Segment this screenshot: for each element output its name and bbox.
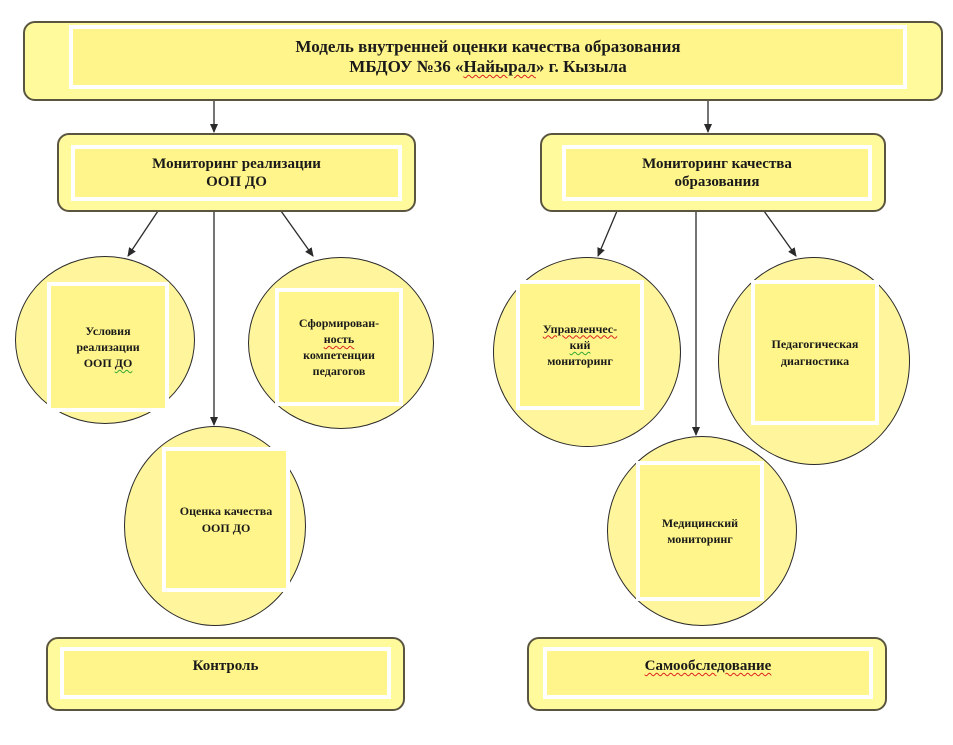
- heading-left-line-2: ООП ДО: [206, 174, 267, 190]
- node-text-line: Сформирован-: [298, 315, 380, 330]
- title-line-2: МБДОУ №36 «Найырал» г. Кызыла: [349, 57, 627, 76]
- node-implementation-conditions: Условия реализации ООП ДО: [15, 256, 195, 424]
- node-text-line: ООП ДО: [83, 356, 133, 371]
- node-text-line: кий: [569, 337, 591, 352]
- node-text-line: Педагогическая: [771, 337, 859, 352]
- node-program-quality-assessment: Оценка качества ООП ДО: [124, 426, 306, 626]
- node-teacher-competence: Сформирован- ность компетенции педагогов: [248, 257, 434, 429]
- node-pedagogical-diagnostics: Педагогическая диагностика: [718, 257, 910, 465]
- node-text-line: ООП ДО: [201, 520, 251, 535]
- node-medical-monitoring: Медицинский мониторинг: [607, 436, 797, 626]
- node-text-line: педагогов: [312, 364, 366, 379]
- arrow-to-competence: [280, 210, 314, 257]
- footer-right-label: Самообследование: [644, 658, 772, 674]
- node-management-monitoring: Управленчес- кий мониторинг: [493, 257, 681, 447]
- heading-right-line-1: Мониторинг качества: [642, 156, 792, 172]
- node-text-line: Условия: [85, 323, 131, 338]
- heading-realization-monitoring: Мониторинг реализации ООП ДО: [57, 133, 416, 212]
- arrow-to-conditions: [127, 210, 159, 257]
- footer-self-assessment: Самообследование: [527, 637, 887, 711]
- node-text-line: Медицинский: [661, 515, 739, 530]
- arrow-to-management: [597, 210, 618, 257]
- node-text-line: реализации: [76, 339, 140, 354]
- heading-quality-monitoring: Мониторинг качества образования: [540, 133, 886, 212]
- node-text-line: компетенции: [303, 348, 375, 362]
- node-text-line: диагностика: [780, 353, 850, 368]
- title-box: Модель внутренней оценки качества образо…: [23, 21, 943, 101]
- node-text-line: Оценка качества: [179, 504, 273, 519]
- node-text-line: мониторинг: [547, 354, 613, 369]
- node-text-line: Управленчес-: [542, 321, 618, 336]
- arrow-to-pedagogical: [763, 210, 797, 257]
- heading-right-line-2: образования: [674, 174, 760, 190]
- node-text-line: ность: [323, 331, 355, 346]
- node-text-line: мониторинг: [667, 532, 733, 546]
- footer-left-label: Контроль: [192, 658, 259, 674]
- heading-left-line-1: Мониторинг реализации: [152, 156, 321, 172]
- title-line-1: Модель внутренней оценки качества образо…: [295, 36, 681, 56]
- footer-control: Контроль: [46, 637, 405, 711]
